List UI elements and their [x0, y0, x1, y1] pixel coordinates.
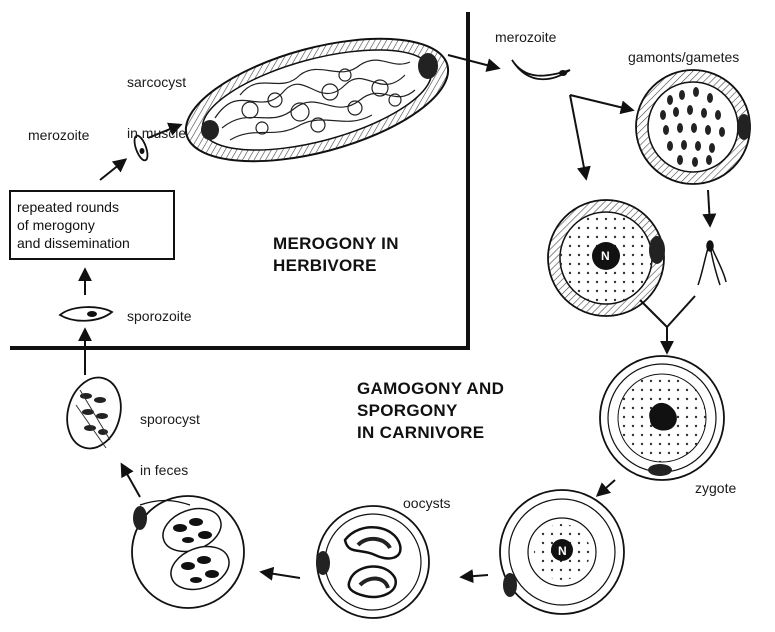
repeated-line-3: and dissemination: [17, 234, 167, 252]
oocyst-sporulating-drawing: [316, 506, 429, 618]
sporozoite-label: sporozoite: [127, 308, 192, 325]
zygote-drawing: [600, 356, 724, 480]
herbivore-heading: MEROGONY IN HERBIVORE: [273, 233, 399, 277]
gamonts-label: gamonts/gametes: [628, 49, 739, 66]
sporozoite-drawing: [60, 307, 112, 321]
repeated-line-2: of merogony: [17, 216, 167, 234]
sporocyst-drawing: [60, 371, 129, 454]
carnivore-heading: GAMOGONY AND SPORGONY IN CARNIVORE: [357, 378, 504, 444]
nucleus-label-oocyst: N: [558, 543, 567, 560]
merozoite-left-label: merozoite: [28, 127, 89, 144]
nucleus-label-macrogamete: N: [601, 248, 610, 265]
sarcocyst-label: sarcocyst in muscle: [127, 40, 186, 159]
merozoite-right-label: merozoite: [495, 29, 556, 46]
sarcocyst-drawing: [173, 15, 461, 185]
zygote-label: zygote: [695, 480, 736, 497]
fusion-lines: [640, 296, 695, 352]
oocyst-sporocysts-drawing: [132, 496, 244, 608]
microgamete-drawing: [698, 241, 726, 285]
merozoite-right-drawing: [512, 60, 570, 79]
repeated-line-1: repeated rounds: [17, 198, 167, 216]
repeated-merogony-box: repeated rounds of merogony and dissemin…: [9, 190, 175, 260]
sporocyst-label: sporocyst in feces: [140, 377, 200, 496]
gamont-cell-drawing: [636, 70, 751, 184]
oocysts-label: oocysts: [403, 495, 450, 512]
